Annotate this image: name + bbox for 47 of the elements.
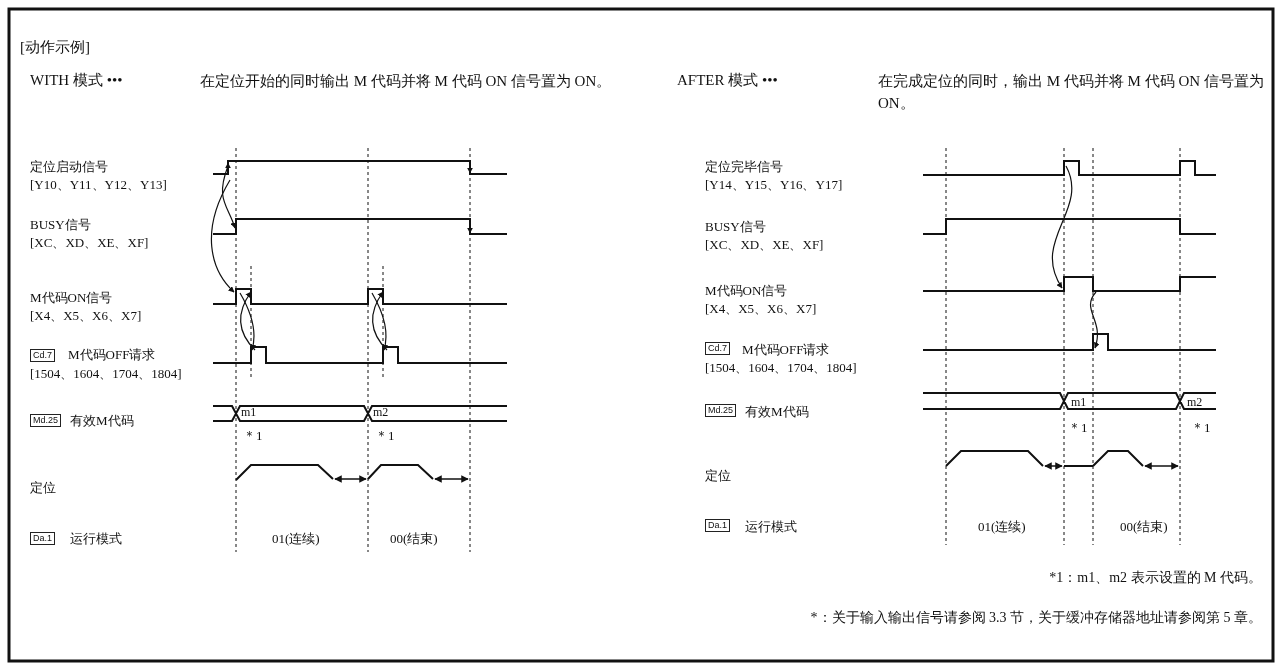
parameter-tag: Cd.7	[705, 342, 730, 355]
mode-value: 01(连续)	[272, 531, 320, 547]
signal-name: 定位	[30, 480, 56, 496]
diagram-title: [动作示例]	[20, 38, 90, 56]
footnote-mark: ＊1	[1191, 420, 1211, 436]
footnote: *1：m1、m2 表示设置的 M 代码。	[1049, 570, 1262, 587]
signal-address: [X4、X5、X6、X7]	[30, 308, 142, 324]
parameter-tag: Md.25	[30, 414, 61, 427]
footnote-mark: ＊1	[375, 428, 395, 444]
mode-heading: WITH 模式 •••	[30, 71, 123, 89]
signal-name: 运行模式	[745, 519, 797, 535]
signal-name: BUSY信号	[30, 217, 91, 233]
parameter-tag: Cd.7	[30, 349, 55, 362]
signal-name: 运行模式	[70, 531, 122, 547]
signal-name: M代码OFF请求	[68, 347, 156, 363]
mode-description: 在完成定位的同时，输出 M 代码并将 M 代码 ON 信号置为 ON。	[878, 72, 1265, 113]
signal-name: 定位启动信号	[30, 159, 108, 175]
mode-value: 00(结束)	[1120, 519, 1168, 535]
signal-name: 有效M代码	[70, 413, 134, 429]
mode-description: 在定位开始的同时输出 M 代码并将 M 代码 ON 信号置为 ON。	[200, 72, 613, 91]
signal-name: 定位	[705, 468, 731, 484]
signal-address: [X4、X5、X6、X7]	[705, 301, 817, 317]
signal-name: BUSY信号	[705, 219, 766, 235]
footnote-mark: ＊1	[1068, 420, 1088, 436]
footnote-mark: ＊1	[243, 428, 263, 444]
signal-address: [1504、1604、1704、1804]	[705, 360, 857, 376]
parameter-tag: Da.1	[705, 519, 730, 532]
code-value: m2	[373, 405, 389, 420]
mode-value: 01(连续)	[978, 519, 1026, 535]
mode-value: 00(结束)	[390, 531, 438, 547]
footnote: *：关于输入输出信号请参阅 3.3 节，关于缓冲存储器地址请参阅第 5 章。	[810, 610, 1262, 627]
signal-address: [1504、1604、1704、1804]	[30, 366, 182, 382]
signal-address: [Y10、Y11、Y12、Y13]	[30, 177, 167, 193]
parameter-tag: Da.1	[30, 532, 55, 545]
signal-address: [Y14、Y15、Y16、Y17]	[705, 177, 843, 193]
signal-name: M代码OFF请求	[742, 342, 830, 358]
signal-name: 定位完毕信号	[705, 159, 783, 175]
signal-name: 有效M代码	[745, 404, 809, 420]
code-value: m1	[241, 405, 257, 420]
parameter-tag: Md.25	[705, 404, 736, 417]
signal-address: [XC、XD、XE、XF]	[30, 235, 149, 251]
signal-address: [XC、XD、XE、XF]	[705, 237, 824, 253]
code-value: m2	[1187, 395, 1203, 410]
code-value: m1	[1071, 395, 1087, 410]
signal-name: M代码ON信号	[705, 283, 788, 299]
signal-name: M代码ON信号	[30, 290, 113, 306]
mode-heading: AFTER 模式 •••	[677, 71, 778, 89]
